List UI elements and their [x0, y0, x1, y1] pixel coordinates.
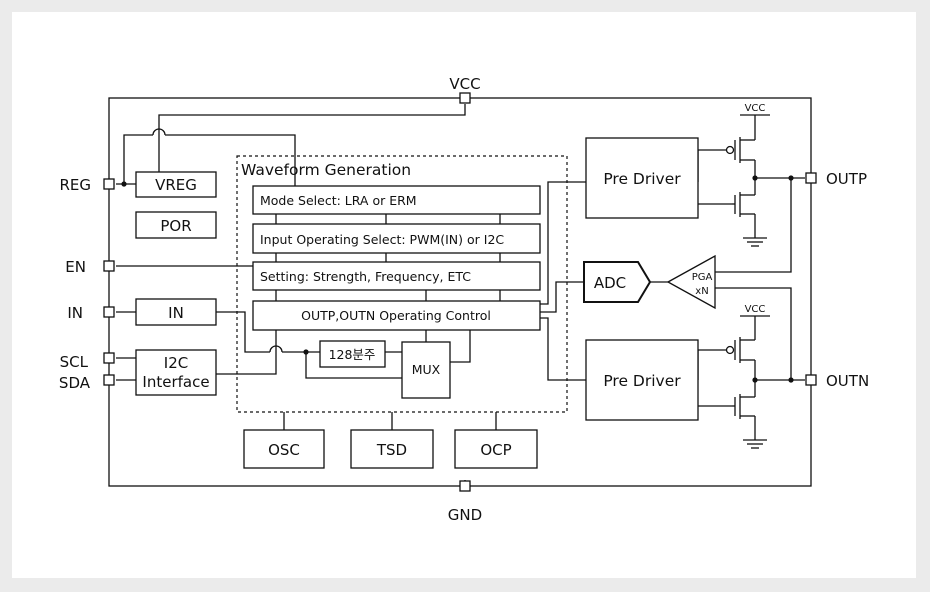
pin-labels: VCC GND REG EN IN SCL SDA OUTP OUTN [59, 75, 869, 524]
adc-block: ADC [583, 261, 652, 303]
pre-driver-top-block: Pre Driver [585, 137, 699, 219]
mux-block: MUX [401, 341, 451, 399]
reg-pin-label: REG [59, 176, 91, 194]
vreg-label: VREG [155, 176, 197, 194]
scl-pin [103, 352, 115, 364]
pin-squares [103, 92, 817, 492]
pga-label-line2: xN [695, 286, 708, 297]
in-block-label: IN [168, 304, 184, 322]
en-pin [103, 260, 115, 272]
waveform-generation-group [236, 155, 568, 413]
tsd-block: TSD [350, 429, 434, 469]
wires [116, 104, 805, 486]
en-pin-label: EN [65, 258, 86, 276]
scl-pin-label: SCL [60, 353, 89, 371]
i2c-interface-block: I2C Interface [135, 349, 217, 396]
block-diagram: Waveform Generation Mode Select: LRA or … [59, 75, 869, 524]
ocp-block: OCP [454, 429, 538, 469]
pre-driver-bottom-label: Pre Driver [603, 372, 681, 390]
vcc-pin-label: VCC [449, 75, 480, 93]
por-block: POR [135, 211, 217, 239]
pga-amplifier: PGA xN [666, 254, 716, 310]
mode-select-label: Mode Select: LRA or ERM [260, 193, 417, 208]
setting-label: Setting: Strength, Frequency, ETC [260, 269, 471, 284]
in-pin [103, 306, 115, 318]
sda-pin-label: SDA [59, 374, 91, 392]
adc-label: ADC [594, 274, 626, 292]
operating-control-block: OUTP,OUTN Operating Control [252, 300, 541, 331]
diagram-frame: Waveform Generation Mode Select: LRA or … [12, 12, 916, 578]
vcc-bottom-label: VCC [745, 304, 766, 315]
outp-pin-label: OUTP [826, 170, 867, 188]
divider-label: 128분주 [329, 347, 376, 362]
pre-driver-bottom-block: Pre Driver [585, 339, 699, 421]
outp-pin [805, 172, 817, 184]
setting-block: Setting: Strength, Frequency, ETC [252, 261, 541, 291]
gnd-pin [459, 480, 471, 492]
i2c-label-line2: Interface [142, 373, 209, 391]
waveform-title: Waveform Generation [241, 161, 411, 179]
outn-pin-label: OUTN [826, 372, 869, 390]
output-stage-bottom [725, 315, 770, 449]
por-label: POR [160, 217, 191, 235]
reg-pin [103, 178, 115, 190]
sda-pin [103, 374, 115, 386]
outn-pin [805, 374, 817, 386]
divider-block: 128분주 [319, 340, 386, 368]
operating-control-label: OUTP,OUTN Operating Control [301, 308, 491, 323]
tsd-label: TSD [376, 441, 407, 459]
in-pin-label: IN [67, 304, 83, 322]
input-select-label: Input Operating Select: PWM(IN) or I2C [260, 232, 504, 247]
vreg-block: VREG [135, 171, 217, 198]
mux-label: MUX [412, 362, 441, 377]
osc-block: OSC [243, 429, 325, 469]
input-select-block: Input Operating Select: PWM(IN) or I2C [252, 223, 541, 254]
gnd-pin-label: GND [448, 506, 482, 524]
output-stage-top [725, 114, 770, 247]
pga-label-line1: PGA [692, 272, 713, 283]
ocp-label: OCP [480, 441, 511, 459]
pre-driver-top-label: Pre Driver [603, 170, 681, 188]
vcc-top-label: VCC [745, 103, 766, 114]
i2c-label-line1: I2C [164, 354, 188, 372]
osc-label: OSC [268, 441, 300, 459]
in-block: IN [135, 298, 217, 326]
mode-select-block: Mode Select: LRA or ERM [252, 185, 541, 215]
vcc-pin [459, 92, 471, 104]
